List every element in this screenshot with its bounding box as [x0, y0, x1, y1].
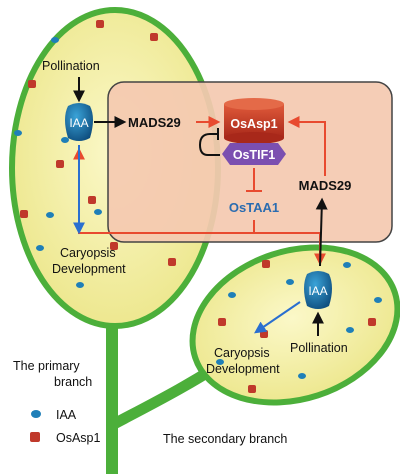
- osasp1-node: [224, 98, 284, 144]
- inhibition-ostif1-osasp1: [198, 133, 220, 156]
- development-label-primary: Development: [52, 262, 126, 276]
- mads29-label-right: MADS29: [299, 178, 352, 193]
- ostaa1-label: OsTAA1: [229, 200, 279, 215]
- iaa-node-primary: [65, 103, 93, 141]
- primary-branch-label-1: The primary: [13, 359, 80, 373]
- legend-iaa-swatch: [31, 410, 41, 418]
- osasp1-label: OsAsp1: [230, 117, 277, 131]
- legend-osasp1-label: OsAsp1: [56, 431, 101, 445]
- iaa-label-secondary: IAA: [308, 284, 327, 298]
- primary-branch-label-2: branch: [54, 375, 92, 389]
- ostif1-node: [222, 143, 286, 165]
- secondary-leaf: [189, 244, 400, 406]
- secondary-leaf-granules: [216, 260, 382, 393]
- development-label-secondary: Development: [206, 362, 280, 376]
- ostif1-label: OsTIF1: [233, 148, 275, 162]
- legend-osasp1-swatch: [30, 432, 40, 442]
- secondary-branch-label: The secondary branch: [163, 432, 287, 446]
- legend-iaa-label: IAA: [56, 408, 77, 422]
- caryopsis-label-primary: Caryopsis: [60, 246, 116, 260]
- arrow-mads29-right-to-osasp1: [287, 116, 326, 176]
- iaa-label-primary: IAA: [69, 116, 88, 130]
- legend: IAA OsAsp1: [30, 408, 101, 445]
- pollination-label-secondary: Pollination: [290, 341, 348, 355]
- caryopsis-label-secondary: Caryopsis: [214, 346, 270, 360]
- iaa-node-secondary: [304, 271, 332, 309]
- pollination-label-primary: Pollination: [42, 59, 100, 73]
- mads29-label-left: MADS29: [128, 115, 181, 130]
- primary-leaf-granules: [14, 20, 176, 288]
- arrow-iaa-to-development-secondary: [254, 301, 301, 334]
- arrow-iaa-secondary-to-mads29: [315, 197, 328, 267]
